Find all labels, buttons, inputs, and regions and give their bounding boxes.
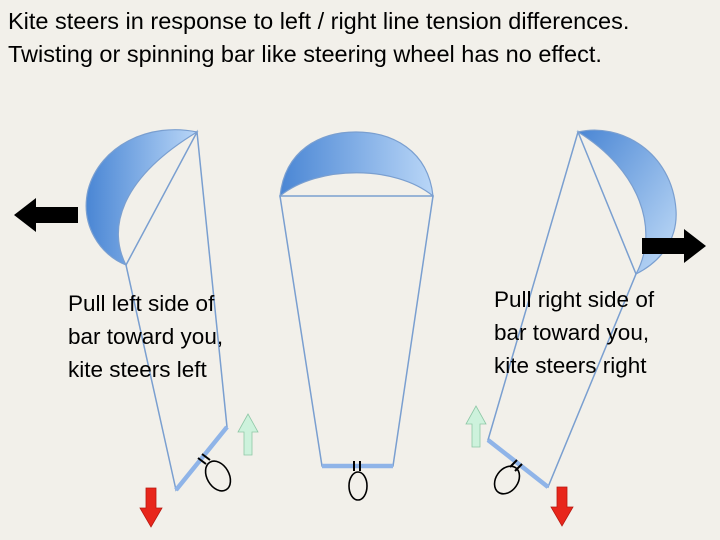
right-caption-line: Pull right side of — [494, 287, 655, 312]
left-kite-caption: Pull left side of bar toward you, kite s… — [68, 287, 223, 386]
center-kite-group — [279, 131, 434, 501]
left-caption-line: Pull left side of — [68, 291, 215, 316]
left-control-bar — [174, 425, 229, 492]
steer-right-arrow — [642, 229, 706, 263]
left-pull-down-arrow — [139, 487, 163, 528]
center-kite-canopy — [279, 131, 434, 198]
center-chicken-loop — [348, 471, 368, 501]
right-caption-line: kite steers right — [494, 353, 647, 378]
left-kite-canopy — [85, 129, 199, 267]
left-release-up-arrow — [237, 413, 259, 456]
left-caption-line: bar toward you, — [68, 324, 224, 349]
left-bar-mark — [197, 457, 207, 465]
right-caption-line: bar toward you, — [494, 320, 650, 345]
steer-left-arrow — [14, 198, 78, 232]
right-pull-down-arrow — [550, 486, 574, 527]
left-caption-line: kite steers left — [68, 357, 207, 382]
left-chicken-loop — [204, 460, 232, 492]
center-kite-lines — [279, 195, 434, 467]
right-bar-mark — [514, 463, 523, 472]
right-control-bar — [486, 438, 550, 489]
right-release-up-arrow — [465, 405, 487, 448]
right-chicken-loop — [493, 465, 521, 495]
left-bar-mark — [201, 453, 211, 461]
right-kite-caption: Pull right side of bar toward you, kite … — [494, 283, 654, 382]
title-line-2: Twisting or spinning bar like steering w… — [8, 41, 602, 67]
title-line-1: Kite steers in response to left / right … — [8, 8, 630, 34]
left-kite-group — [85, 129, 232, 492]
